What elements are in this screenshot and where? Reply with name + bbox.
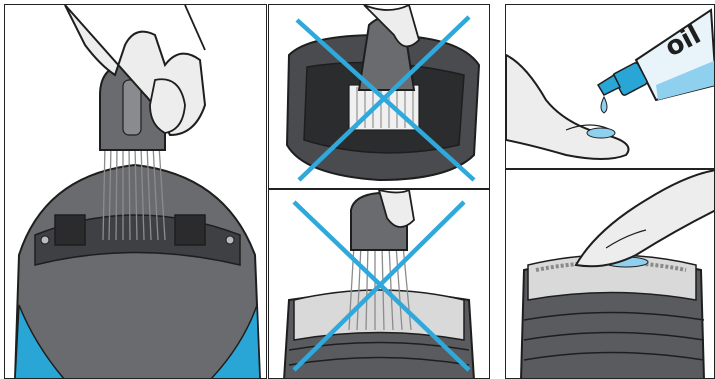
brush-cleaning-illustration xyxy=(5,5,267,379)
cassette-brush-illustration xyxy=(269,5,490,189)
panel-do-not-brush-cassette xyxy=(268,4,490,189)
panel-brush-cleaning xyxy=(4,4,267,379)
panel-apply-oil: oil xyxy=(505,4,715,169)
oil-tube-illustration: oil xyxy=(506,5,715,169)
panel-spread-oil-on-foil xyxy=(505,169,715,379)
panel-do-not-brush-foils xyxy=(268,189,490,379)
oil-on-foil-illustration xyxy=(506,170,715,379)
foil-brush-illustration xyxy=(269,190,490,379)
